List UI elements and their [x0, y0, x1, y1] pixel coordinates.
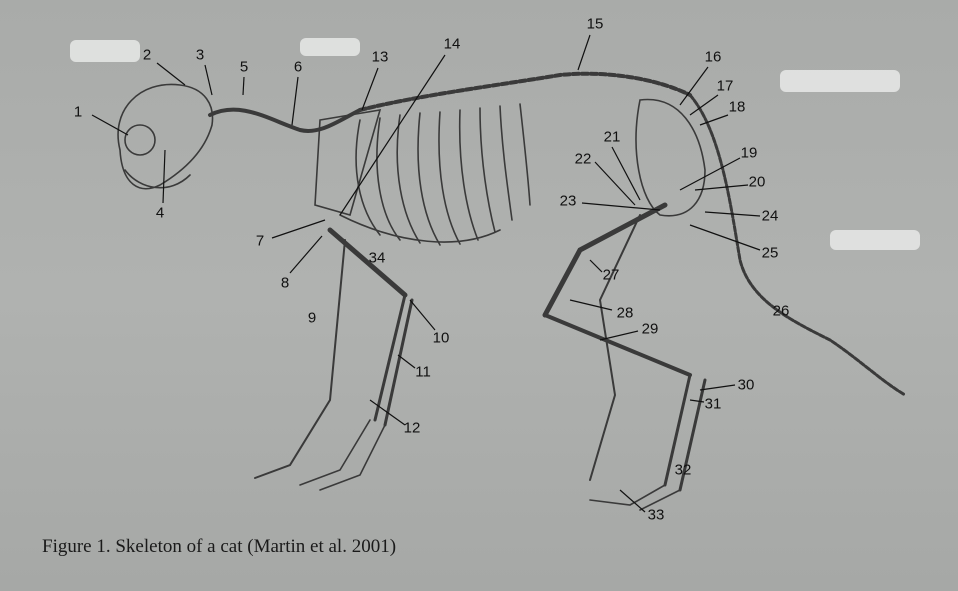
leader-line-14 [339, 54, 446, 216]
pelvis [635, 98, 706, 217]
skull [117, 83, 214, 190]
label-28: 28 [616, 304, 634, 322]
leader-line-12 [369, 399, 406, 426]
label-18: 18 [728, 98, 746, 116]
leader-line-11 [397, 354, 416, 369]
label-26: 26 [772, 302, 790, 320]
leader-line-8 [289, 235, 323, 274]
label-5: 5 [239, 58, 249, 76]
leader-line-3 [204, 64, 213, 96]
label-13: 13 [371, 48, 389, 66]
label-4: 4 [155, 204, 165, 222]
label-20: 20 [748, 173, 766, 191]
label-30: 30 [737, 376, 755, 394]
front-paw [299, 419, 386, 491]
cervical-vertebrae [208, 107, 362, 133]
femur [542, 202, 668, 318]
label-15: 15 [586, 15, 604, 33]
spine [358, 71, 692, 112]
label-34: 34 [368, 249, 386, 267]
leader-line-22 [594, 161, 636, 206]
leader-line-5 [242, 76, 245, 96]
label-17: 17 [716, 77, 734, 95]
label-1: 1 [73, 103, 83, 121]
leader-line-31 [689, 399, 705, 403]
leader-line-25 [689, 224, 761, 251]
leader-line-27 [589, 259, 603, 273]
leader-line-30 [699, 384, 736, 391]
leader-line-21 [611, 146, 641, 201]
label-24: 24 [761, 207, 779, 225]
leader-line-13 [361, 67, 379, 111]
leader-line-19 [679, 157, 741, 191]
hind-leg-2 [589, 214, 641, 481]
blank-patch [70, 40, 140, 62]
leader-line-16 [679, 66, 709, 106]
leader-line-7 [271, 219, 326, 239]
label-11: 11 [415, 363, 431, 381]
leader-line-18 [699, 114, 729, 126]
leader-line-23 [581, 202, 661, 211]
label-33: 33 [647, 506, 665, 524]
leader-lines [91, 34, 761, 513]
leader-line-17 [689, 94, 719, 116]
label-25: 25 [761, 244, 779, 262]
label-19: 19 [740, 144, 758, 162]
blank-patch [780, 70, 900, 92]
jaw [124, 169, 191, 189]
label-32: 32 [674, 461, 692, 479]
label-21: 21 [603, 128, 621, 146]
leader-line-15 [577, 34, 591, 71]
label-23: 23 [559, 192, 577, 210]
leader-line-28 [569, 299, 613, 311]
tibia [543, 313, 692, 377]
leader-line-33 [619, 489, 646, 513]
leader-line-10 [409, 299, 436, 331]
label-12: 12 [403, 419, 421, 437]
label-7: 7 [255, 232, 265, 250]
leader-line-4 [162, 149, 166, 204]
cat-skeleton [117, 71, 907, 511]
label-3: 3 [195, 46, 205, 64]
leader-line-6 [291, 76, 299, 126]
blank-patch [830, 230, 920, 250]
blank-patch [300, 38, 360, 56]
label-16: 16 [704, 48, 722, 66]
leader-line-2 [156, 62, 186, 86]
label-31: 31 [704, 395, 722, 413]
label-27: 27 [602, 266, 620, 284]
label-10: 10 [432, 329, 450, 347]
hind-paw [589, 484, 681, 511]
label-2: 2 [142, 46, 152, 64]
leader-line-1 [91, 114, 129, 136]
front-leg-2 [254, 239, 346, 479]
scapula [314, 109, 382, 216]
leader-line-29 [599, 330, 639, 341]
label-8: 8 [280, 274, 290, 292]
figure-caption: Figure 1. Skeleton of a cat (Martin et a… [42, 536, 397, 557]
label-22: 22 [574, 150, 592, 168]
eye-orbit [124, 124, 156, 156]
label-9: 9 [307, 309, 317, 327]
label-6: 6 [293, 58, 303, 76]
leader-line-20 [694, 184, 749, 191]
leader-line-24 [704, 211, 761, 217]
radius-ulna [373, 293, 414, 427]
humerus [327, 227, 408, 298]
label-14: 14 [443, 35, 461, 53]
ribcage [339, 103, 531, 246]
tail [688, 93, 907, 397]
metatarsals [663, 373, 707, 492]
label-29: 29 [641, 320, 659, 338]
